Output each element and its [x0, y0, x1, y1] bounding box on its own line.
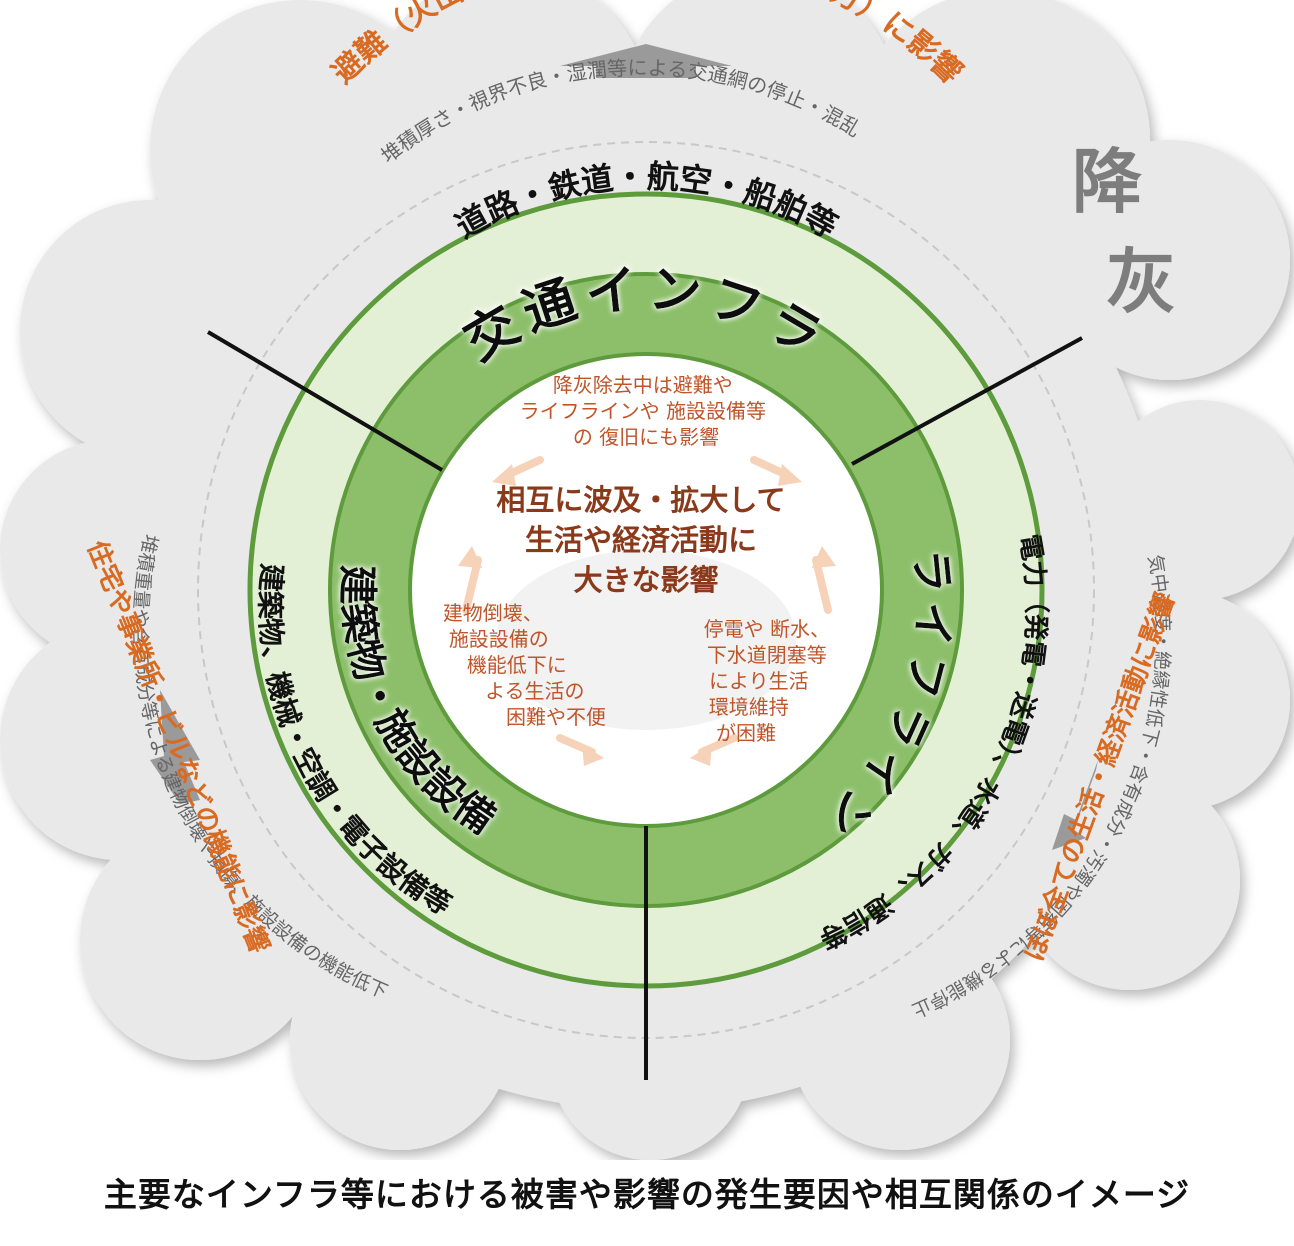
arrow-right-icon — [1052, 760, 1098, 850]
divider-left — [206, 330, 444, 472]
center-main-message: 相互に波及・拡大して 生活や経済活動に 大きな影響 — [496, 483, 795, 597]
figure-caption: 主要なインフラ等における被害や影響の発生要因や相互関係のイメージ — [103, 1175, 1191, 1214]
center-top-note: 降灰除去中は避難や ライフラインや 施設設備等 の 復旧にも影響 — [520, 373, 773, 449]
ashfall-label-2: 灰 — [1106, 241, 1176, 323]
center-cloud — [496, 550, 796, 730]
center-left-note: 建物倒壊、 施設設備の 機能低下に よる生活の 困難や不便 — [443, 601, 606, 729]
interaction-arrowheads — [458, 464, 836, 766]
divider-right — [851, 336, 1083, 466]
arrow-up-icon — [560, 44, 732, 78]
impact-diagram: 避難（火山近傍）、物流・人流（火山遠方）に影響 堆積厚さ・視界不良・湿潤等による… — [0, 0, 1294, 1160]
arrow-left-icon — [150, 690, 200, 804]
ashfall-label-1: 降 — [1072, 141, 1142, 223]
center-right-note: 停電や 断水、 下水道閉塞等 により生活 環境維持 が困難 — [704, 617, 837, 745]
